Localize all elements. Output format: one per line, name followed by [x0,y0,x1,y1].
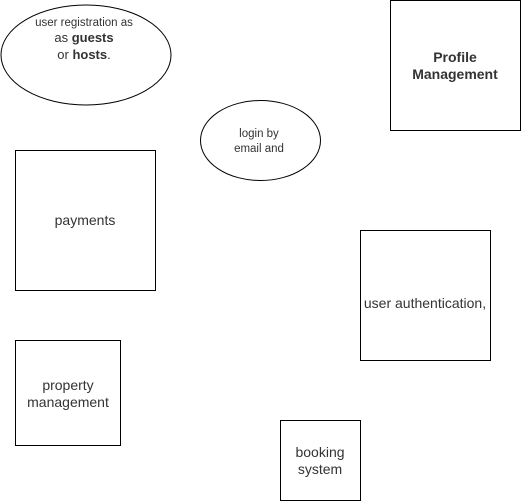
user-registration-text-line-1-part-1: guests [72,30,114,45]
user-authentication-text-line-0-part-0: user authentication, [364,295,486,311]
node-login[interactable]: login by email and [200,100,321,181]
login-ellipse [200,100,321,181]
booking-system-text-line-1-part-0: system [298,461,342,477]
payments-label: payments [55,212,116,228]
property-management-text-line-0-part-0: property [42,377,93,393]
user-registration-text-line-0-part-0: user registration as [35,17,133,29]
payments-text-line-0-part-0: payments [55,212,116,228]
property-management-box [15,340,121,446]
user-authentication-label: user authentication, [364,295,486,311]
booking-system-text-line-0-part-0: booking [295,444,344,460]
user-authentication-box [360,230,491,361]
login-text-line-1-part-0: email and [234,143,284,155]
login-text-line-0-part-0: login by [239,128,279,140]
user-registration-text-line-1-part-0: as [54,30,71,45]
user-registration-ellipse [0,4,172,106]
payments-box [15,150,156,291]
user-registration-text-line-2-part-0: or [57,47,72,62]
user-registration-text-line-2-part-2: . [107,47,111,62]
login-label: login by email and [234,128,284,155]
node-payments[interactable]: payments [15,150,156,291]
profile-management-box [390,0,521,131]
profile-management-text-line-0-part-0: Profile [433,49,477,65]
property-management-text-line-1-part-0: management [27,394,109,410]
node-user-authentication[interactable]: user authentication, [360,230,491,361]
user-registration-text-line-2-part-1: hosts [72,47,107,62]
profile-management-text-line-1-part-0: Management [412,66,498,82]
